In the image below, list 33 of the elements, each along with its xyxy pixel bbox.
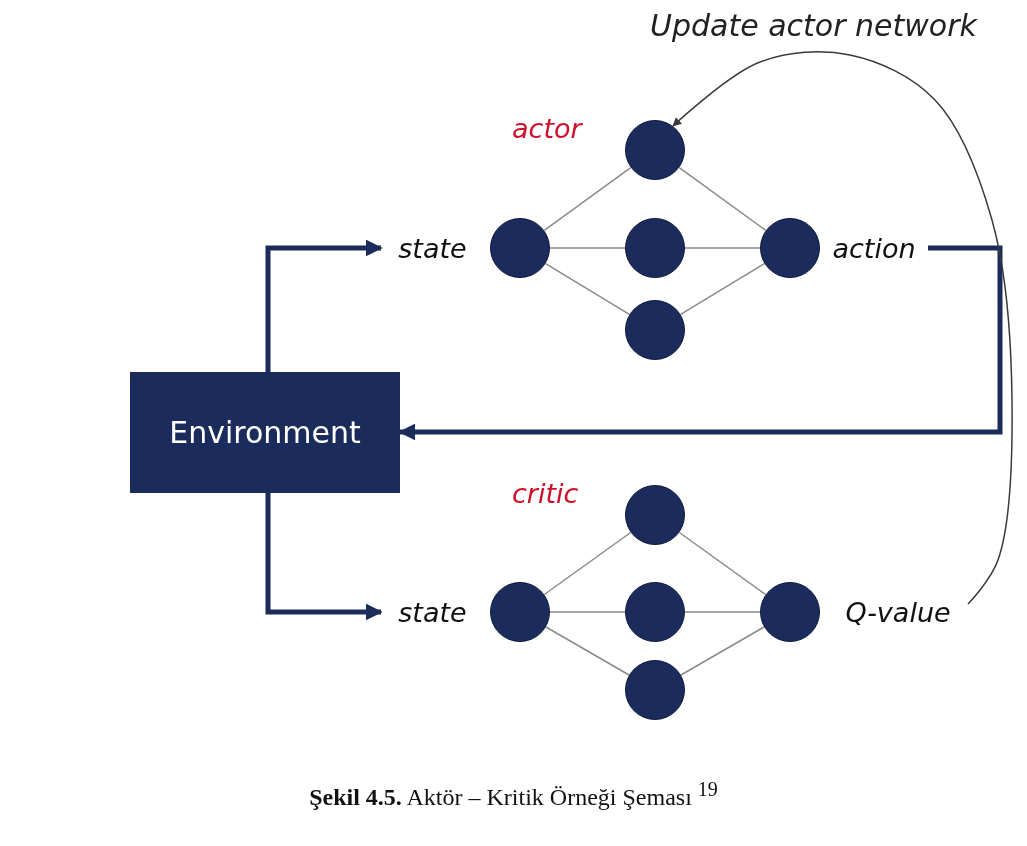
network-title: actor — [512, 113, 582, 144]
neuron-circle — [760, 582, 820, 642]
neuron-circle — [625, 660, 685, 720]
arrow — [265, 493, 383, 621]
network-connection — [544, 262, 631, 316]
network-connection — [684, 611, 761, 613]
node-label: Q-value — [828, 592, 968, 632]
neuron-circle — [625, 218, 685, 278]
neuron-circle — [490, 218, 550, 278]
neuron-circle — [490, 582, 550, 642]
arrow — [265, 239, 383, 372]
node-label: action — [826, 228, 922, 268]
network-title: critic — [512, 478, 579, 509]
network-connection — [678, 166, 767, 232]
network-connection — [549, 247, 626, 249]
node-label: state — [385, 592, 480, 632]
network-connection — [679, 262, 766, 316]
network-connection — [545, 626, 630, 676]
network-connection — [543, 531, 632, 596]
neuron-circle — [625, 582, 685, 642]
neuron-circle — [625, 485, 685, 545]
neuron-circle — [625, 300, 685, 360]
environment-box: Environment — [130, 372, 400, 493]
curved-arrow — [672, 51, 1013, 605]
network-connection — [678, 531, 767, 596]
neuron-circle — [760, 218, 820, 278]
network-connection — [543, 166, 632, 232]
network-connection — [680, 626, 765, 676]
network-connection — [549, 611, 626, 613]
network-connection — [684, 247, 761, 249]
figure-caption: Şekil 4.5. Aktör – Kritik Örneği Şeması $^{19}$ — [309, 784, 718, 810]
node-label: state — [385, 228, 480, 268]
neuron-circle — [625, 120, 685, 180]
